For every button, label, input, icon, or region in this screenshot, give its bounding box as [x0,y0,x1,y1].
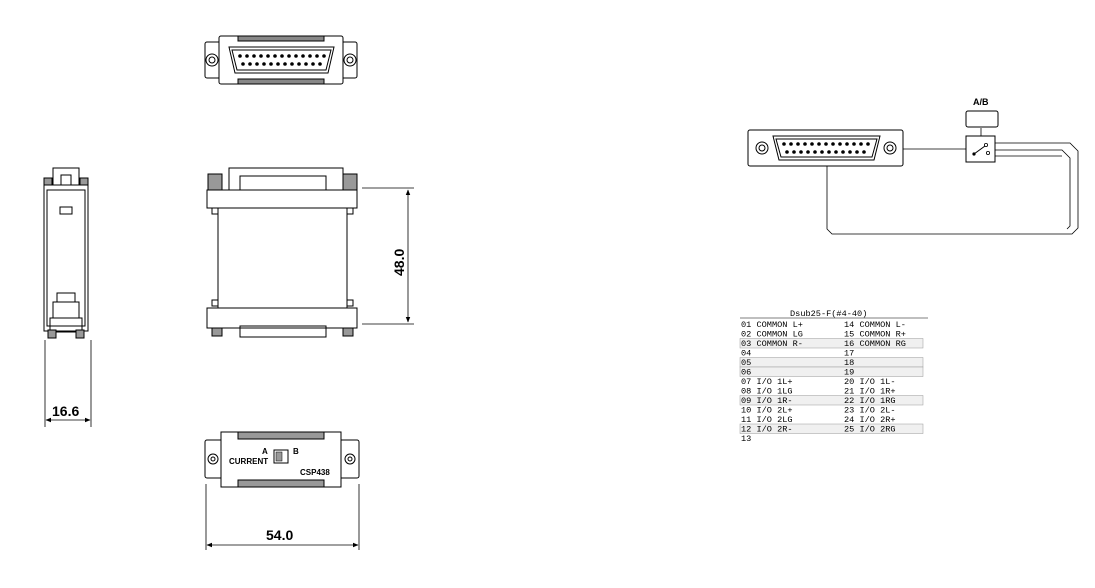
pinout-right-row: 25 I/O 2RG [844,425,896,435]
pinout-left-row: 11 I/O 2LG [741,415,793,425]
pinout-row-shade [739,338,924,349]
bottom-width-label: 54.0 [266,527,293,543]
pinout-row-shade [739,423,924,434]
pinout-right-row: 24 I/O 2R+ [844,415,896,425]
pinout-right-row: 22 I/O 1RG [844,396,896,406]
pinout-left-row: 02 COMMON LG [741,330,803,340]
pinout-right-row: 17 [844,349,854,359]
bottom-view-adapter [204,431,360,488]
front-view-adapter [206,167,358,338]
pinout-row-shade [739,395,924,406]
pinout-right-row: 15 COMMON R+ [844,330,906,340]
ab-switch-label: A/B [973,97,989,107]
pinout-left-row: 13 [741,434,751,444]
pinout-right-row: 14 COMMON L- [844,320,906,330]
pinout-right-row: 20 I/O 1L- [844,377,896,387]
bottom-width-dimension [205,484,360,550]
side-width-label: 16.6 [52,403,79,419]
pinout-left-row: 07 I/O 1L+ [741,377,793,387]
pinout-right-row: 16 COMMON RG [844,339,906,349]
pinout-left-row: 12 I/O 2R- [741,425,793,435]
pinout-left-row: 09 I/O 1R- [741,396,793,406]
switch-label-b: B [293,447,299,456]
side-view-adapter [43,167,89,339]
model-label: CSP438 [300,468,330,477]
pinout-right-row: 19 [844,368,854,378]
pinout-left-row: 01 COMMON L+ [741,320,803,330]
pinout-title: Dsub25-F(#4-40) [790,309,867,319]
schematic-connector [747,129,904,167]
pinout-right-row: 21 I/O 1R+ [844,387,896,397]
switch-label-a: A [262,447,268,456]
schematic-pins [782,142,870,154]
ab-switch-schematic [965,110,999,163]
pinout-left-row: 08 I/O 1LG [741,387,793,397]
pinout-row-shade [739,366,924,377]
pinout-left-row: 05 [741,358,751,368]
schematic-wiring [826,128,1079,235]
pinout-left-row: 06 [741,368,751,378]
top-view-connector [204,35,358,85]
top-view-pins [238,54,326,66]
ab-switch-slider [273,449,289,464]
pinout-left-row: 03 COMMON R- [741,339,803,349]
pinout-left-row: 10 I/O 2L+ [741,406,793,416]
pinout-right-row: 23 I/O 2L- [844,406,896,416]
side-width-dimension [44,340,92,427]
pinout-table: Dsub25-F(#4-40) 01 COMMON L+02 COMMON LG… [739,309,928,444]
pinout-right-row: 18 [844,358,854,368]
current-label: CURRENT [229,457,268,466]
pinout-row-shade [739,357,924,368]
height-dimension [362,187,414,325]
pinout-left-row: 04 [741,349,751,359]
height-label: 48.0 [391,249,407,276]
